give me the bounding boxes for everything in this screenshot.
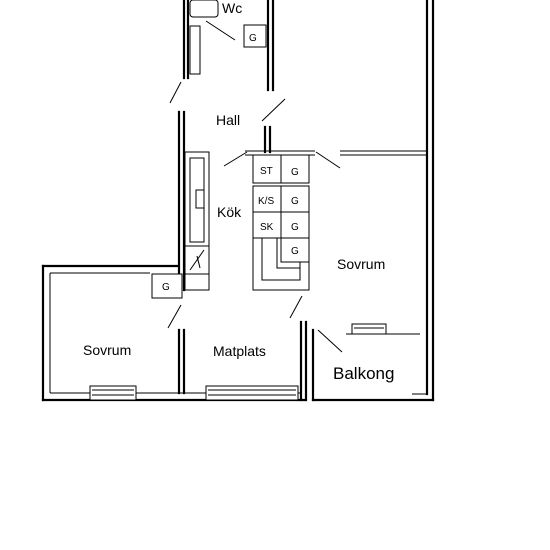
cabinet-label-g-wc: G [249, 33, 257, 44]
room-label-balkong: Balkong [333, 364, 394, 383]
room-label-sovrum-right: Sovrum [337, 256, 385, 272]
cabinet-label-st: ST [260, 166, 273, 177]
cabinet-labels: G ST G K/S G SK G G G [162, 33, 299, 293]
cabinet-label-g-1: G [291, 167, 299, 178]
room-label-kok: Kök [217, 204, 242, 220]
interior-walls [177, 0, 427, 402]
cabinet-column [252, 154, 310, 291]
outer-walls [41, 0, 435, 402]
wc-fixtures [189, 0, 267, 75]
windows [89, 323, 420, 401]
cabinet-label-sk: SK [260, 222, 274, 233]
cabinet-label-ks: K/S [258, 196, 274, 207]
room-label-wc: Wc [222, 0, 242, 16]
cabinet-label-g-2: G [291, 196, 299, 207]
room-label-sovrum-left: Sovrum [83, 342, 131, 358]
room-label-hall: Hall [216, 112, 240, 128]
cabinet-label-g-4: G [291, 246, 299, 257]
kitchen-counter [151, 151, 210, 299]
cabinet-label-g-3: G [291, 222, 299, 233]
door-swings [167, 81, 343, 353]
room-label-matplats: Matplats [213, 343, 266, 359]
cabinet-label-g-kitchen: G [162, 282, 170, 293]
room-labels: Wc Hall Kök Sovrum Sovrum Matplats Balko… [83, 0, 394, 383]
